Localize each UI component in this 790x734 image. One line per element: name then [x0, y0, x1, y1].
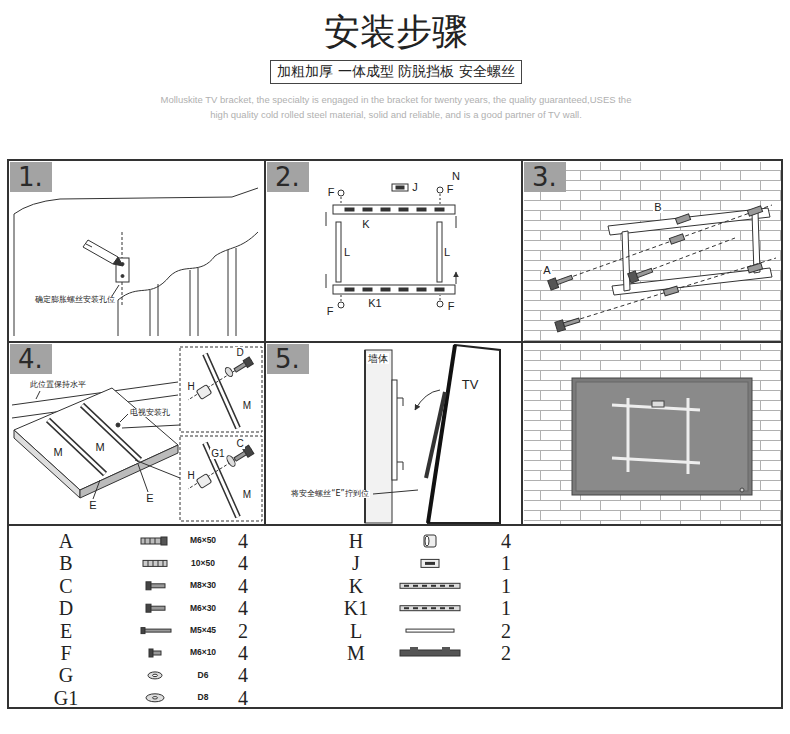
note-text: 确定膨胀螺丝安装孔位 — [34, 296, 116, 305]
part-letter-cell: G1 — [54, 687, 78, 709]
spec-cell: M6×50 — [190, 536, 216, 545]
page-title: 安装步骤 — [324, 12, 468, 52]
part-label: E — [145, 492, 154, 504]
part-label: G1 — [210, 448, 225, 459]
part-label: 墙体 — [367, 353, 389, 364]
part-letter-cell: C — [59, 575, 72, 597]
parts-icons — [141, 535, 460, 702]
part-letter-cell: J — [352, 552, 360, 574]
part-label: N — [451, 170, 461, 182]
part-label: M — [242, 489, 252, 500]
part-label: M — [94, 441, 105, 453]
part-label: F — [446, 183, 455, 195]
spec-cell: 10×50 — [191, 559, 215, 568]
part-label: C — [235, 438, 244, 449]
banner-text: 加粗加厚 一体成型 防脱挡板 安全螺丝 — [277, 63, 514, 81]
step-number: 3. — [532, 162, 557, 192]
part-letter-cell: G — [59, 664, 73, 686]
part-label: E — [88, 499, 97, 511]
part-label: J — [411, 181, 419, 193]
part-label: L — [443, 246, 451, 258]
quantity-cell: 4 — [238, 664, 248, 686]
step-number-box: 2. — [267, 162, 309, 192]
part-label: F — [447, 300, 456, 312]
part-letter-cell: A — [59, 530, 73, 552]
step-number: 4. — [18, 344, 43, 374]
quantity-cell: 4 — [238, 642, 248, 664]
quantity-cell: 2 — [501, 642, 511, 664]
quantity-cell: 2 — [238, 620, 248, 642]
quantity-cell: 4 — [238, 530, 248, 552]
spec-cell: D6 — [198, 671, 209, 680]
quantity-cell: 4 — [238, 575, 248, 597]
spec-cell: M6×30 — [190, 604, 216, 613]
part-label: B — [653, 201, 662, 213]
part-label: D — [235, 347, 244, 358]
quantity-cell: 4 — [238, 687, 248, 709]
part-label: F — [327, 186, 336, 198]
note-text: 将安全螺丝“E”拧到位 — [290, 490, 369, 499]
part-label: H — [186, 381, 195, 392]
step-number-box: 3. — [524, 162, 566, 192]
part-label: TV — [461, 378, 480, 392]
quantity-cell: 2 — [501, 620, 511, 642]
part-letter-cell: H — [349, 530, 363, 552]
part-letter-cell: E — [60, 620, 72, 642]
part-label: M — [242, 400, 252, 411]
part-label: F — [326, 305, 335, 317]
step-number: 2. — [275, 162, 300, 192]
quantity-cell: 4 — [238, 597, 248, 619]
part-label: H — [186, 470, 195, 481]
note-text: 电视安装孔 — [129, 409, 171, 418]
feature-banner: 加粗加厚 一体成型 防脱挡板 安全螺丝 — [270, 60, 521, 84]
step-number: 1. — [18, 162, 43, 192]
step-number: 5. — [275, 344, 300, 374]
part-label: K1 — [367, 297, 382, 309]
part-label: L — [343, 246, 351, 258]
part-letter-cell: M — [347, 642, 365, 664]
step-number-box: 5. — [267, 344, 309, 374]
spec-cell: M8×30 — [190, 581, 216, 590]
quantity-cell: 4 — [501, 530, 511, 552]
quantity-cell: 1 — [501, 552, 511, 574]
part-letter-cell: F — [60, 642, 71, 664]
spec-cell: M5×45 — [190, 626, 216, 635]
spec-cell: M6×10 — [190, 648, 216, 657]
part-letter-cell: B — [59, 552, 72, 574]
quantity-cell: 1 — [501, 597, 511, 619]
intro-text: Molluskite TV bracket, the specialty is … — [156, 92, 636, 122]
part-letter-cell: L — [350, 620, 362, 642]
part-label: K — [361, 218, 370, 230]
part-label: A — [542, 264, 551, 276]
step-number-box: 4. — [10, 344, 52, 374]
note-text: 此位置保持水平 — [29, 381, 87, 390]
spec-cell: D8 — [198, 693, 209, 702]
quantity-cell: 4 — [238, 552, 248, 574]
part-label: M — [52, 446, 63, 458]
quantity-cell: 1 — [501, 575, 511, 597]
part-letter-cell: K — [349, 575, 363, 597]
part-letter-cell: K1 — [344, 597, 368, 619]
part-letter-cell: D — [59, 597, 73, 619]
step-number-box: 1. — [10, 162, 52, 192]
